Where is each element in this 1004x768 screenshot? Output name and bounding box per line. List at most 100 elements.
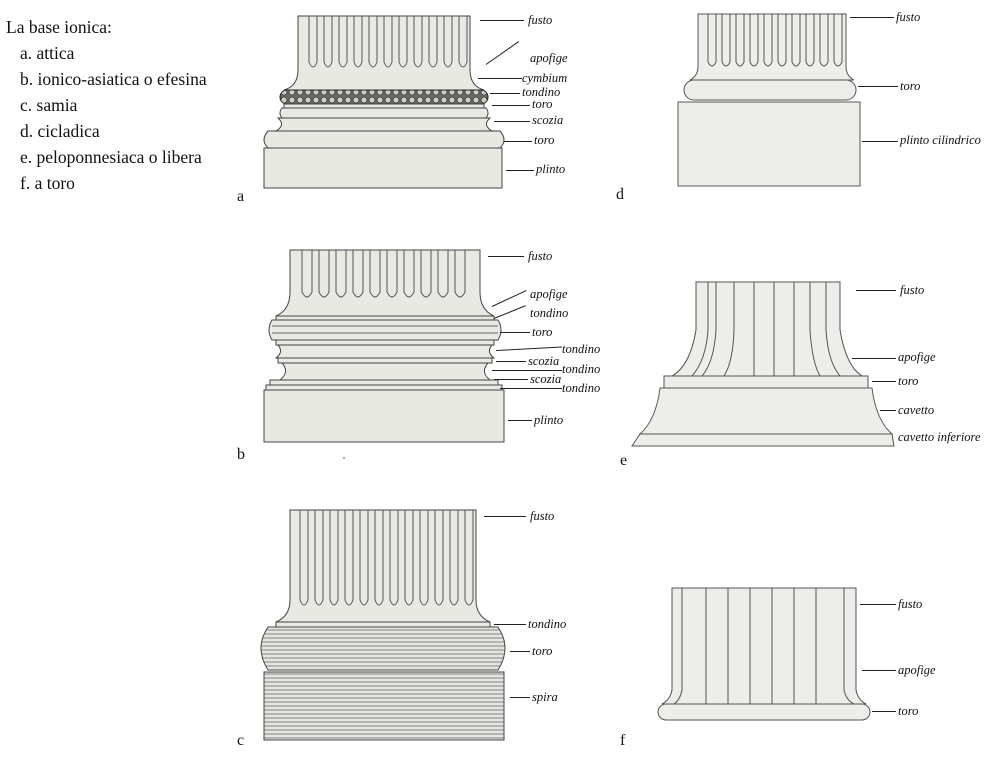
label-b-fusto: fusto — [528, 249, 553, 263]
a-tondino — [283, 103, 485, 109]
label-b-apofige: apofige — [530, 287, 568, 301]
b-shaft — [275, 249, 495, 317]
e-shaft-flutes — [691, 282, 841, 377]
legend-item-a-toro: f. a toro — [20, 173, 75, 193]
label-e-cavetto-inferiore: cavetto inferiore — [898, 430, 981, 444]
label-b-tondino-4: tondino — [562, 381, 601, 395]
leader-line — [504, 141, 532, 142]
f-torus — [657, 703, 871, 721]
label-d-plinto-cilindrico: plinto cilindrico — [900, 133, 981, 147]
base-e-peloponnesiaca — [631, 281, 895, 447]
b-shaft-flutes — [301, 250, 466, 298]
leader-line — [496, 361, 526, 362]
label-b-tondino-2: tondino — [562, 342, 601, 356]
leader-line — [508, 420, 532, 421]
leader-line — [880, 410, 896, 411]
label-b-toro: toro — [532, 325, 553, 339]
label-d-fusto: fusto — [896, 10, 921, 24]
e-cavetto — [638, 387, 894, 435]
leader-line — [506, 170, 534, 171]
label-b-plinto: plinto — [534, 413, 564, 427]
leader-line — [872, 711, 896, 712]
leader-line — [478, 78, 522, 79]
legend: La base ionica: a. attica b. ionico-asia… — [6, 14, 207, 196]
leader-line — [494, 624, 526, 625]
label-c-fusto: fusto — [530, 509, 555, 523]
legend-item-samia: c. samia — [20, 95, 78, 115]
figure-letter-b: b — [237, 446, 245, 463]
a-scotia — [274, 117, 494, 132]
b-scotia-1 — [274, 344, 496, 359]
leader-line — [856, 290, 896, 291]
base-c-samia — [260, 509, 506, 741]
legend-item-ionico-asiatica: b. ionico-asiatica o efesina — [20, 69, 207, 89]
legend-title: La base ionica: — [6, 17, 112, 37]
label-a-plinto: plinto — [536, 162, 566, 176]
a-cymbium — [279, 89, 489, 105]
leader-line — [480, 20, 524, 21]
label-e-apofige: apofige — [898, 350, 936, 364]
label-f-fusto: fusto — [898, 597, 923, 611]
leader-line — [510, 651, 530, 652]
f-shaft — [661, 587, 867, 705]
b-tondino-1 — [275, 315, 495, 321]
c-shaft-flutes — [299, 510, 474, 606]
label-a-fusto: fusto — [528, 13, 553, 27]
leader-line — [510, 697, 530, 698]
b-torus — [268, 319, 502, 341]
leader-line — [850, 17, 894, 18]
figure-letter-c: c — [237, 732, 245, 749]
label-f-toro: toro — [898, 704, 919, 718]
d-torus — [683, 79, 857, 101]
label-b-scozia-2: scozia — [530, 372, 562, 386]
label-e-fusto: fusto — [900, 283, 925, 297]
a-upper-torus — [279, 107, 489, 119]
c-torus — [260, 626, 506, 671]
leader-line — [492, 105, 530, 106]
a-shaft-flutes — [308, 16, 468, 68]
figure-letter-e: e — [620, 452, 628, 469]
legend-item-attica: a. attica — [20, 43, 75, 63]
leader-line — [860, 604, 896, 605]
base-b-ionico-asiatica — [263, 249, 505, 443]
leader-line — [862, 141, 898, 142]
leader-line — [490, 93, 520, 94]
label-d-toro: toro — [900, 79, 921, 93]
d-shaft-flutes — [707, 14, 843, 67]
leader-line — [484, 516, 526, 517]
e-torus — [663, 375, 869, 389]
f-shaft-flutes — [673, 588, 855, 705]
leader-line — [858, 86, 898, 87]
label-b-tondino-3: tondino — [562, 362, 601, 376]
label-c-spira: spira — [532, 690, 558, 704]
b-scotia-2 — [278, 362, 492, 381]
label-a-cymbium: cymbium — [522, 71, 568, 85]
c-tondino — [275, 621, 491, 628]
leader-line — [500, 332, 530, 333]
legend-list: a. attica b. ionico-asiatica o efesina c… — [6, 40, 207, 196]
label-a-tondino: tondino — [522, 85, 561, 99]
b-plinth — [263, 389, 505, 443]
label-b-tondino: tondino — [530, 306, 569, 320]
leader-line — [488, 256, 524, 257]
base-f-a-toro — [657, 587, 871, 721]
figure-letter-d: d — [616, 186, 624, 203]
b-tondino-3 — [277, 357, 493, 364]
label-c-tondino: tondino — [528, 617, 567, 631]
b-tondino-4 — [269, 379, 499, 386]
base-d-cicladica — [677, 13, 861, 187]
e-lower-cavetto — [631, 433, 895, 447]
label-a-toro-upper: toro — [532, 97, 553, 111]
leader-line — [492, 370, 562, 371]
label-e-toro: toro — [898, 374, 919, 388]
label-a-toro-lower: toro — [534, 133, 555, 147]
label-f-apofige: apofige — [898, 663, 936, 677]
b-tondino-2 — [275, 339, 495, 346]
c-spira — [263, 671, 505, 741]
label-a-scozia: scozia — [532, 113, 564, 127]
b-tondino-5 — [265, 384, 503, 391]
label-b-scozia-1: scozia — [528, 354, 560, 368]
figure-letter-f: f — [620, 732, 626, 749]
a-plinth — [263, 147, 503, 189]
